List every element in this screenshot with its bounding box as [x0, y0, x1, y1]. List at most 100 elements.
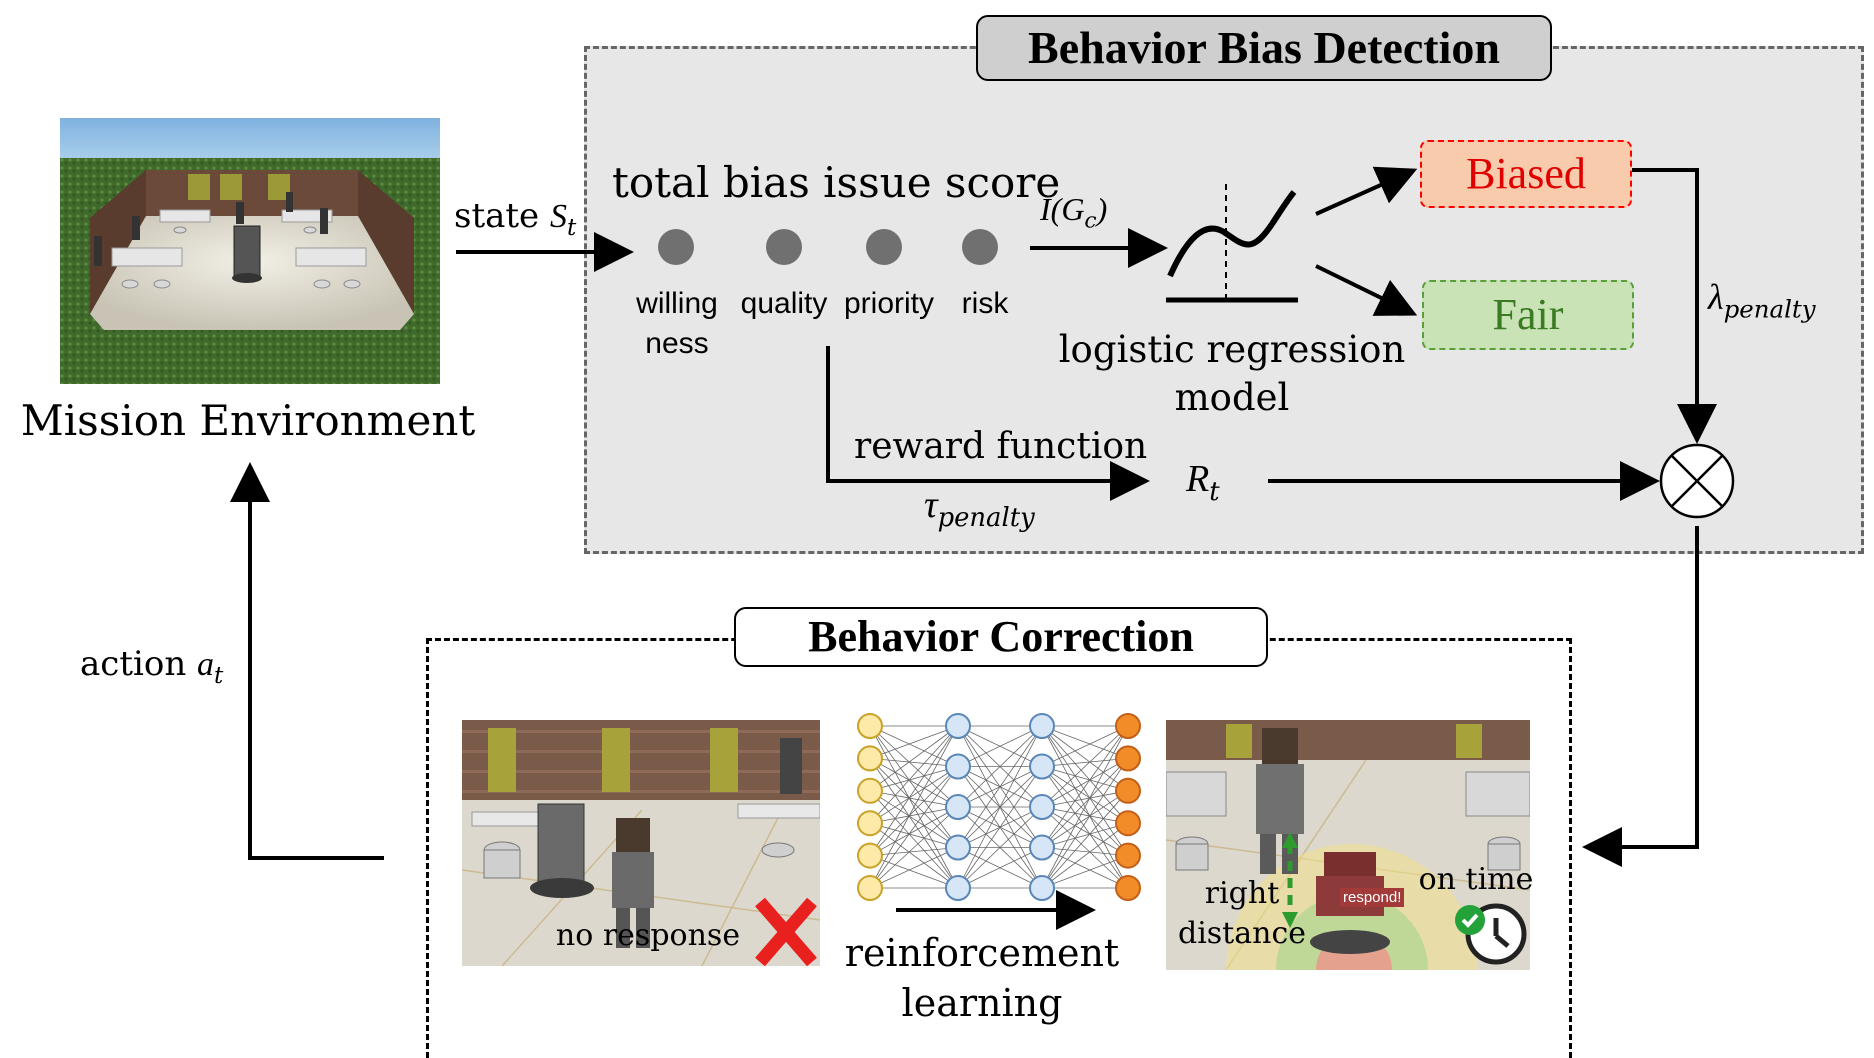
network-edge	[1041, 766, 1129, 856]
network-edge	[1041, 725, 1129, 808]
rl-label-line1: reinforcement	[844, 931, 1120, 975]
tau-symbol: τ	[924, 484, 938, 526]
network-edge	[869, 822, 959, 848]
network-edge	[1041, 725, 1129, 889]
tau-subscript: penalty	[937, 503, 1035, 534]
network-edge	[1041, 806, 1129, 889]
network-node	[1029, 713, 1055, 739]
network-node	[945, 794, 971, 820]
network-node	[1115, 713, 1141, 739]
network-edge	[1041, 847, 1129, 889]
network-edge	[869, 822, 959, 889]
network-node	[945, 753, 971, 780]
network-edge	[869, 766, 959, 889]
fair-box: Fair	[1422, 280, 1634, 350]
network-node	[945, 713, 971, 739]
network-edge	[869, 725, 959, 767]
indicator-close: )	[1096, 191, 1108, 227]
network-node	[1029, 875, 1055, 901]
factor-dot	[658, 229, 694, 265]
indicator-label: I(Gc)	[1040, 190, 1107, 234]
network-edge	[1041, 758, 1129, 767]
biased-box: Biased	[1420, 140, 1632, 208]
network-edge	[869, 758, 959, 889]
state-subscript: t	[566, 215, 577, 242]
network-edge	[1041, 822, 1129, 889]
network-edge	[1041, 758, 1129, 889]
network-edge	[1041, 847, 1129, 856]
network-edge	[1041, 855, 1129, 889]
state-label: state St	[454, 196, 576, 241]
network-edge	[869, 766, 959, 792]
factor-label-priority: priority	[843, 287, 935, 320]
network-node	[857, 842, 883, 869]
network-node	[945, 875, 971, 901]
factor-dot	[866, 229, 902, 265]
network-node	[1115, 875, 1141, 901]
tau-label: τpenalty	[924, 482, 1035, 533]
network-edge	[1041, 806, 1129, 856]
network-edge	[957, 725, 1043, 808]
indicator-subscript: c	[1084, 208, 1097, 234]
behavior-correction-title: Behavior Correction	[734, 607, 1268, 667]
reward-symbol-label: Rt	[1186, 456, 1220, 507]
correction-feed-arrow	[1582, 526, 1699, 867]
network-edge	[1041, 725, 1129, 759]
model-label: logistic regression model	[1059, 326, 1406, 422]
network-edge	[869, 766, 959, 824]
bias-detection-title: Behavior Bias Detection	[976, 15, 1552, 81]
indicator-text: I(G	[1040, 191, 1085, 227]
factor-label-line: ness	[645, 327, 709, 360]
network-edge	[1041, 725, 1129, 767]
no-response-label: no response	[555, 918, 741, 953]
network-node	[857, 810, 883, 837]
reward-subscript: t	[1209, 477, 1220, 508]
respond-tag: respond!	[1340, 888, 1405, 907]
network-node	[1115, 842, 1141, 869]
model-label-line2: model	[1174, 376, 1290, 419]
network-node	[1029, 753, 1055, 780]
network-edge	[1041, 806, 1129, 824]
network-edge	[869, 725, 959, 792]
on-time-label: on time	[1418, 862, 1534, 897]
network-node	[945, 834, 971, 861]
network-node	[857, 875, 883, 901]
network-node	[1115, 810, 1141, 837]
reward-symbol: R	[1186, 458, 1210, 500]
lambda-label: λpenalty	[1708, 276, 1816, 324]
factor-label-line: willing	[636, 287, 718, 320]
no-response-scene-image	[462, 720, 820, 966]
network-edge	[869, 847, 959, 889]
network-edge	[869, 725, 959, 856]
network-edge	[869, 758, 959, 848]
right-distance-label: right distance	[1178, 874, 1306, 954]
network-edge	[869, 790, 959, 808]
network-edge	[869, 806, 959, 824]
action-prefix: action	[80, 644, 198, 684]
network-edge	[957, 766, 1043, 889]
network-edge	[1041, 725, 1129, 848]
network-edge	[869, 725, 959, 889]
network-edge	[869, 725, 959, 848]
network-edge	[1041, 790, 1129, 848]
network-edge	[869, 766, 959, 856]
factor-label-willingness: willing ness	[636, 284, 718, 364]
reward-function-label: reward function	[854, 426, 1148, 467]
network-edge	[957, 847, 1043, 889]
network-node	[1115, 745, 1141, 772]
network-edge	[869, 725, 959, 759]
network-edge	[1041, 758, 1129, 848]
action-symbol: a	[197, 646, 215, 683]
network-edge	[957, 725, 1043, 889]
state-prefix: state	[454, 196, 550, 236]
logistic-curve-icon	[1166, 184, 1298, 303]
rl-label-line2: learning	[901, 981, 1063, 1025]
model-label-line1: logistic regression	[1058, 328, 1406, 371]
environment-label: Mission Environment	[20, 396, 476, 445]
action-arrow	[230, 462, 384, 860]
network-edge	[1041, 790, 1129, 889]
network-edge	[869, 806, 959, 889]
network-edge	[869, 758, 959, 808]
network-edge	[1041, 766, 1129, 824]
lambda-subscript: penalty	[1723, 294, 1816, 324]
